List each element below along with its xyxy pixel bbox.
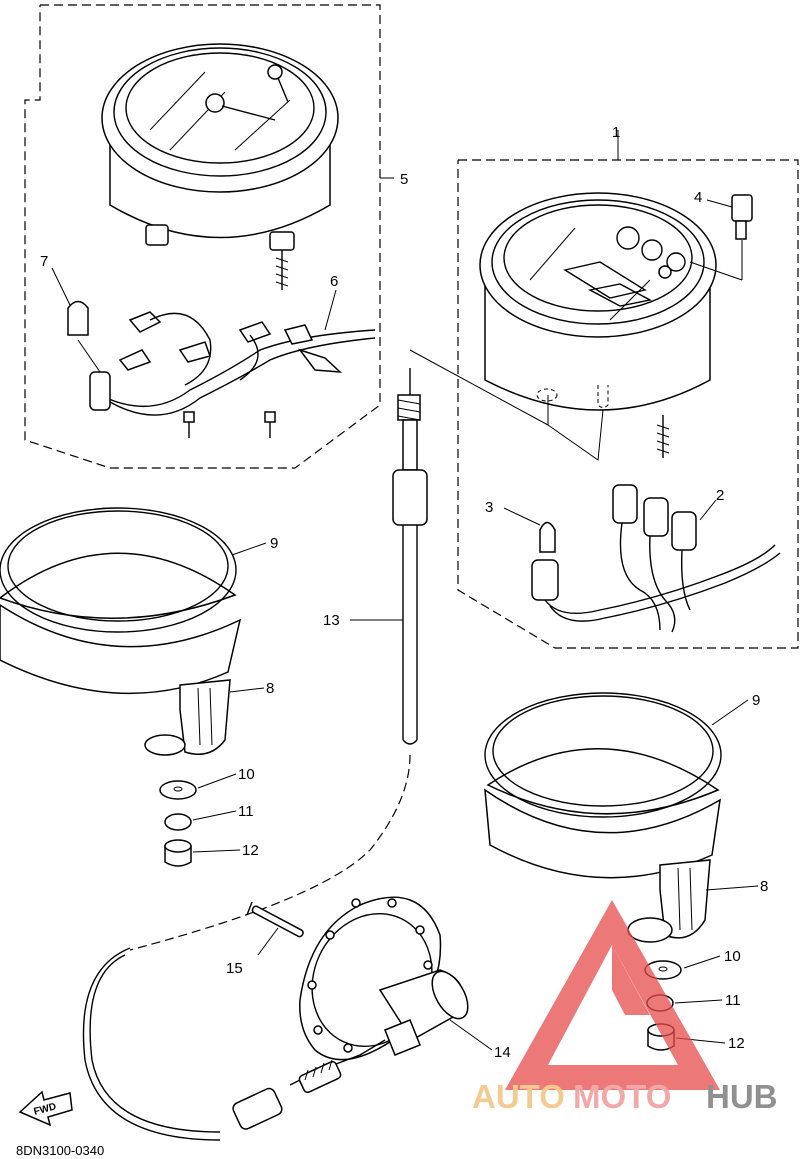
callout-9-right: 9 [752, 692, 760, 709]
callout-14: 14 [494, 1044, 511, 1061]
callout-12-left: 12 [242, 842, 259, 859]
o-ring-9-right [484, 692, 722, 818]
callout-11-right: 11 [725, 992, 741, 1009]
wire-harness-2 [531, 484, 781, 633]
group-5-boundary [24, 4, 394, 469]
callout-6: 6 [330, 273, 338, 290]
meter-bracket-8-right [484, 747, 721, 943]
leader-lines [51, 267, 759, 1051]
group-1-boundary [457, 130, 799, 649]
wire-harness-6 [89, 311, 376, 438]
callout-15: 15 [226, 960, 243, 977]
callout-10-left: 10 [238, 766, 255, 783]
callout-1: 1 [612, 124, 620, 141]
callout-5: 5 [400, 171, 408, 188]
meter-gear-unit-14 [232, 896, 469, 1130]
speedometer-cable-13 [82, 368, 428, 1141]
callout-8-left: 8 [266, 680, 274, 697]
meter-bracket-8-left [0, 552, 242, 756]
callout-4: 4 [694, 189, 702, 206]
automotohub-watermark-logo: AUTO MOTO HUB [472, 900, 778, 1115]
bulb-3 [539, 521, 556, 553]
washer-10-left [159, 780, 197, 800]
callout-9-left: 9 [270, 535, 278, 552]
callout-2: 2 [716, 487, 724, 504]
meter-assembly-1 [409, 192, 717, 461]
knob-4 [689, 194, 753, 281]
callout-11-left: 11 [238, 803, 254, 820]
nut-12-left [164, 839, 192, 867]
callout-8-right: 8 [760, 878, 768, 895]
o-ring-9-left [0, 507, 237, 633]
watermark-moto: MOTO [573, 1078, 671, 1115]
watermark-hub: HUB [706, 1078, 778, 1115]
meter-assembly-5 [101, 43, 339, 290]
callout-12-right: 12 [728, 1035, 745, 1052]
fwd-arrow: FWD [18, 1090, 73, 1127]
callout-10-right: 10 [724, 948, 741, 965]
callout-13: 13 [323, 612, 340, 629]
bulb-7 [67, 300, 101, 373]
callout-3: 3 [485, 499, 493, 516]
pin-15 [246, 901, 304, 938]
lock-washer-11-left [164, 813, 192, 831]
watermark-auto: AUTO [472, 1078, 565, 1115]
callout-7: 7 [40, 253, 48, 270]
drawing-code: 8DN3100-0340 [16, 1143, 104, 1158]
callout-labels: 1 2 3 4 5 6 7 8 8 9 9 10 10 11 11 12 12 … [40, 124, 768, 1061]
